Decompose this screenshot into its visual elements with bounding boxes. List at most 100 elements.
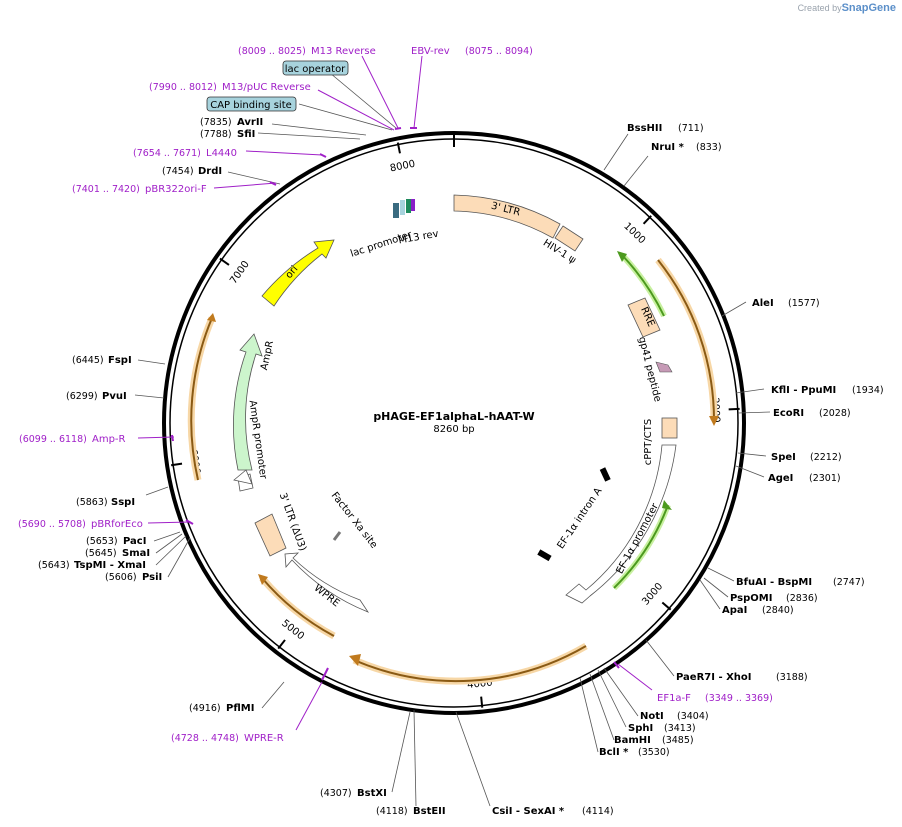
hiv-psi-feature [554,225,584,252]
orf-bottom-arrowhead [349,654,361,666]
site-pvui: PvuI [102,391,127,402]
tick-mark [642,215,652,225]
credit-prefix: Created by [797,3,842,13]
primer-ampr: Amp-R [92,434,126,445]
orf-right-highlight [655,257,718,421]
green-segment-bottom [611,503,671,591]
primer-ampr-range: (6099 .. 6118) [19,434,87,445]
primer-pbr322-range: (7401 .. 7420) [72,184,140,195]
lac-promoter-feature [393,203,399,218]
site-bamhi: BamHI [614,735,651,746]
primer-m13puc-range: (7990 .. 8012) [149,82,217,93]
site-spei-pos: (2212) [810,452,842,463]
lac-operator-feature [400,200,405,215]
site-bfuai-pos: (2747) [833,577,865,588]
site-bcli-pos: (3530) [638,747,670,758]
site-drdi: DrdI [198,166,222,177]
primer-l4440-range: (7654 .. 7671) [133,148,201,159]
site-pvui-pos: (6299) [66,391,98,402]
site-tspmi: TspMI - XmaI [74,560,146,571]
primer-ef1af-range: (3349 .. 3369) [705,693,773,704]
primer-pbrforeco: pBRforEco [91,519,143,530]
site-smai: SmaI [122,548,150,559]
ori-feature [261,239,335,307]
intron-marker-top [599,467,611,482]
cppt-label: cPPT/CTS [643,419,654,465]
green-segment-bottom-line [613,504,669,589]
site-sphi-pos: (3413) [664,723,696,734]
ampr-feature [233,333,263,471]
site-fspi-pos: (6445) [72,355,104,366]
primer-ebvrev-range: (8075 .. 8094) [465,46,533,57]
tick-mark [480,696,484,708]
tick-mark [219,257,230,266]
plasmid-name: pHAGE-EF1alphaL-hAAT-W [373,410,534,423]
tick-mark [396,142,401,154]
site-paer7i-pos: (3188) [776,672,808,683]
site-bsteii: BstEII [413,806,446,817]
primer-pbrforeco-range: (5690 .. 5708) [18,519,86,530]
site-bstxi: BstXI [357,788,387,799]
site-nrui: NruI * [651,142,685,153]
site-fspi: FspI [108,355,132,366]
leader-lines [134,67,771,807]
site-avrii: AvrII [237,117,263,128]
orf-bottom [353,645,587,683]
site-sspi: SspI [111,497,135,508]
wpre-feature [284,552,370,613]
tick-mark [170,462,183,467]
primer-labels: (8009 .. 8025) M13 Reverse EBV-rev (8075… [18,46,773,744]
site-csii: CsiI - SexAI * [492,806,565,817]
primer-m13rev: M13 Reverse [311,46,376,57]
site-agei-pos: (2301) [809,473,841,484]
site-pflmi-pos: (4916) [189,703,221,714]
rre-feature [627,297,661,338]
lac-operator-box [282,60,349,76]
cap-binding-site-box [206,96,297,112]
site-psii-pos: (5606) [105,572,137,583]
intron-marker-bottom [537,549,552,562]
primer-ebvrev: EBV-rev [411,46,450,57]
site-pspomi-pos: (2836) [786,593,818,604]
primer-ef1af: EF1a-F [657,693,691,704]
site-agei: AgeI [768,473,793,484]
site-alei: AleI [752,298,774,309]
snapgene-credit: Created by ​ SnapGene [798,2,896,14]
site-bstxi-pos: (4307) [320,788,352,799]
site-smai-pos: (5645) [85,548,117,559]
site-avrii-pos: (7835) [200,117,232,128]
site-csii-pos: (4114) [582,806,614,817]
primer-leader-lines [137,55,653,731]
restriction-site-labels: BssHII (711) NruI * (833) AleI (1577) Kf… [38,117,884,817]
primer-marks [171,127,620,681]
primer-l4440: L4440 [206,148,237,159]
lac-operator-label: lac operator [285,64,346,75]
site-paer7i: PaeR7I - XhoI [676,672,752,683]
primer-wprer: WPRE-R [244,733,284,744]
site-sfii: SfiI [237,129,255,140]
green-segment-top-line [621,254,665,317]
tick-label: 1000 [621,221,647,247]
tick-label: 8000 [389,159,416,175]
tick-mark [277,639,286,650]
brand-name: SnapGene [841,2,896,14]
tick-label: 5000 [279,618,306,642]
site-pflmi: PflMI [226,703,254,714]
site-pspomi: PspOMI [730,593,772,604]
cap-site-feature [406,199,411,213]
tick-mark [728,407,740,411]
site-tspmi-pos: (5643) [38,560,70,571]
site-noti: NotI [640,711,664,722]
site-sfii-pos: (7788) [200,129,232,140]
site-apai: ApaI [722,605,747,616]
ampr-label: AmpR [259,340,276,372]
site-psii: PsiI [142,572,162,583]
factor-xa-feature [332,531,342,541]
site-kfli: KflI - PpuMI [771,385,836,396]
orf-lowerleft [261,577,335,637]
tick-label: 7000 [228,259,252,286]
orf-left-arrowhead [207,313,216,322]
primer-pbr322: pBR322ori-F [145,184,207,195]
cppt-feature [661,417,678,439]
site-nrui-pos: (833) [696,142,722,153]
